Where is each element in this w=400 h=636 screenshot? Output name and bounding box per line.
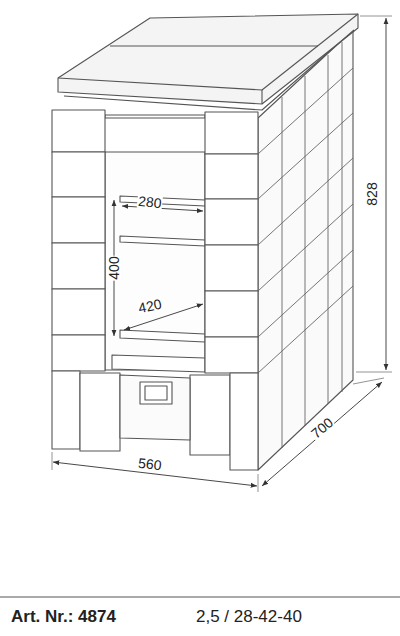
dimension-label: 828	[365, 181, 379, 206]
dimension-label: 280	[137, 194, 164, 211]
article-text: Art. Nr.: 4874	[10, 608, 117, 625]
dimension-label: 560	[137, 456, 164, 473]
dimension-label: 400	[107, 255, 121, 280]
article-text: 2,5 / 28-42-40	[195, 608, 303, 625]
